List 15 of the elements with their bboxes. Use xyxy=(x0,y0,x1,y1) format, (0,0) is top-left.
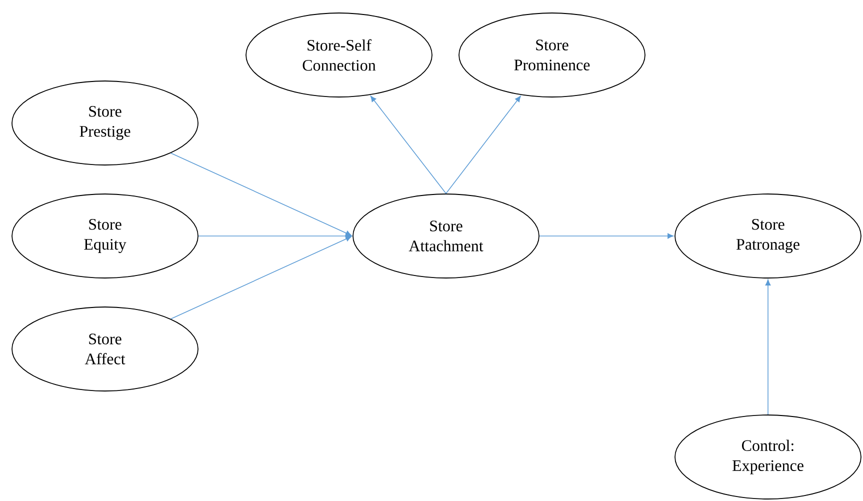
oval-node: Store Prominence xyxy=(458,12,646,98)
oval-node: Store Patronage xyxy=(674,194,862,278)
oval-node: Store-Self Connection xyxy=(246,12,432,98)
arrow xyxy=(170,236,352,320)
oval-node: Store Attachment xyxy=(352,194,540,278)
arrow xyxy=(446,96,521,194)
arrow xyxy=(765,280,771,415)
arrow xyxy=(198,233,352,239)
arrow xyxy=(539,233,674,239)
oval-node: Store Prestige xyxy=(12,80,198,166)
arrow xyxy=(170,152,352,236)
arrow xyxy=(370,96,446,194)
oval-node: Store Equity xyxy=(12,194,198,278)
oval-node: Control: Experience xyxy=(674,414,862,500)
oval-node: Store Affect xyxy=(12,306,198,392)
